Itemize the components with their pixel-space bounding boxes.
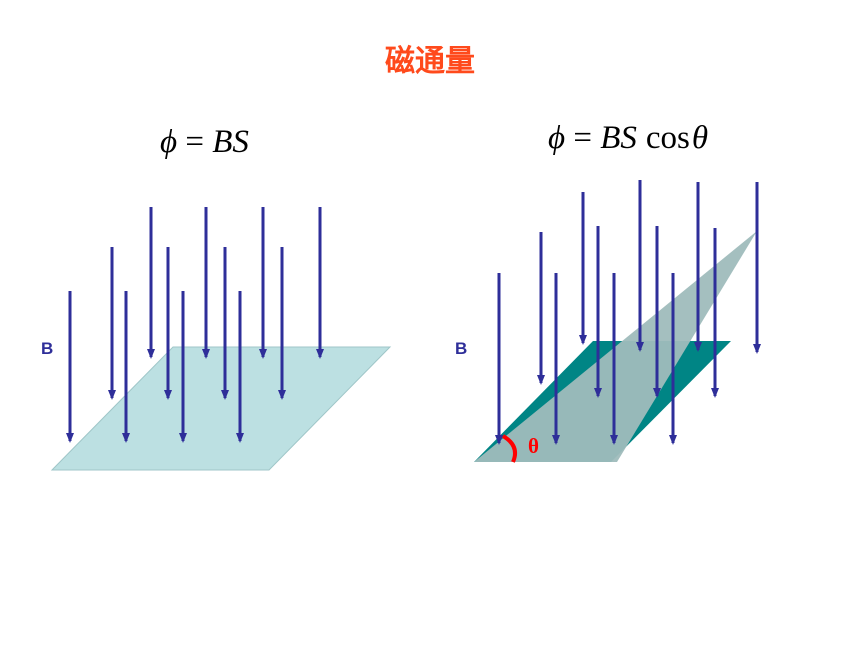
flat-surface-plane bbox=[50, 346, 392, 471]
formula-bs-term: BS bbox=[600, 120, 637, 156]
magnetic-field-label-left: B bbox=[41, 339, 54, 358]
cos-function: cos bbox=[645, 120, 690, 156]
field-lines-left bbox=[66, 207, 324, 443]
formula-bs-term: BS bbox=[212, 124, 249, 160]
equals-sign: = bbox=[565, 120, 601, 156]
slide-title: 磁通量 bbox=[385, 44, 475, 79]
flux-formula-perpendicular: ϕ = BS bbox=[160, 124, 249, 161]
angle-arc-icon bbox=[501, 434, 517, 463]
phi-symbol: ϕ bbox=[160, 124, 178, 160]
phi-symbol: ϕ bbox=[548, 120, 566, 156]
theta-symbol: θ bbox=[691, 120, 709, 156]
angle-theta-label: θ bbox=[528, 434, 539, 458]
equals-sign: = bbox=[177, 124, 213, 160]
magnetic-field-label-right: B bbox=[455, 339, 468, 358]
field-lines-right bbox=[495, 180, 761, 445]
